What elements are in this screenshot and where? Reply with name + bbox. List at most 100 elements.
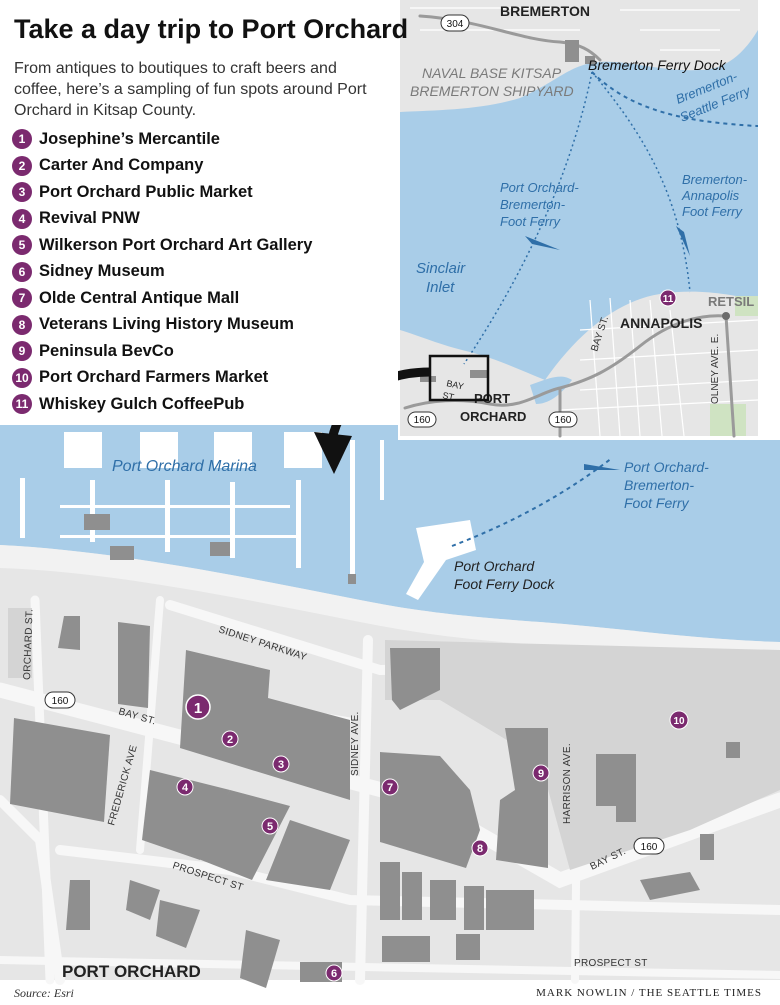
- poi-name: Whiskey Gulch CoffeePub: [39, 394, 245, 413]
- poi-number-badge: 8: [12, 314, 32, 335]
- foot-ferry-route: [451, 457, 613, 547]
- foot-ferry-dock: [406, 520, 476, 600]
- olney-ave-label: OLNEY AVE. E.: [710, 334, 721, 404]
- poi-number-badge: 11: [12, 394, 32, 415]
- poi-name: Wilkerson Port Orchard Art Gallery: [39, 235, 313, 254]
- poi-list-item[interactable]: 8 Veterans Living History Museum: [12, 312, 312, 339]
- poi-number-badge: 6: [12, 261, 32, 282]
- poi-marker-3-number: 3: [278, 759, 284, 771]
- poi-marker-2[interactable]: 2: [221, 730, 239, 748]
- inset-route-160-shield-b: 160: [548, 411, 578, 428]
- poi-marker-7-number: 7: [387, 782, 393, 794]
- poi-marker-4[interactable]: 4: [176, 778, 194, 796]
- po-foot-ferry-label-2: Bremerton-: [500, 197, 566, 212]
- inset-dock-buildings: [420, 40, 595, 382]
- poi-marker-8-number: 8: [477, 843, 483, 855]
- ferry-dock-label-1: Port Orchard: [454, 558, 535, 574]
- poi-marker-3[interactable]: 3: [272, 755, 290, 773]
- source-note: Source: Esri: [14, 986, 74, 1000]
- poi-number-badge: 3: [12, 182, 32, 203]
- marina-buildings: [84, 514, 356, 584]
- sidney-ave-label: SIDNEY AVE.: [350, 711, 361, 776]
- retsil-dot: [722, 312, 730, 320]
- poi-list-item[interactable]: 1 Josephine’s Mercantile: [12, 126, 312, 153]
- poi-marker-5[interactable]: 5: [261, 817, 279, 835]
- locator-box: [428, 354, 490, 402]
- poi-marker-8[interactable]: 8: [471, 839, 489, 857]
- prospect-st-label-east: PROSPECT ST: [574, 958, 648, 969]
- route-160-shield-west: 160: [44, 691, 76, 709]
- orchard-st-label: ORCHARD ST.: [22, 609, 35, 680]
- marina-label: Port Orchard Marina: [112, 458, 257, 475]
- poi-number-badge: 7: [12, 288, 32, 309]
- bremerton-label: BREMERTON: [500, 3, 590, 19]
- route-160-label-east: 160: [641, 842, 658, 853]
- poi-name: Veterans Living History Museum: [39, 315, 294, 334]
- poi-marker-7[interactable]: 7: [381, 778, 399, 796]
- poi-marker-10[interactable]: 10: [669, 710, 689, 730]
- poi-marker-2-number: 2: [227, 734, 233, 746]
- naval-base-label-1: NAVAL BASE KITSAP: [422, 65, 562, 81]
- detail-map: 160 160 Port Orchard Marina Port Orchard…: [0, 425, 780, 988]
- harrison-ave-label: HARRISON AVE.: [562, 743, 573, 824]
- poi-marker-4-number: 4: [182, 782, 189, 794]
- po-foot-ferry-pointer: [525, 236, 560, 250]
- bremerton-ferry-dock-label: Bremerton Ferry Dock: [588, 57, 727, 73]
- parking-lots: [8, 608, 780, 870]
- credit-line: MARK NOWLIN / THE SEATTLE TIMES: [536, 987, 762, 999]
- poi-list-item[interactable]: 11 Whiskey Gulch CoffeePub: [12, 391, 312, 418]
- inset-route-160-shield-a: 160: [407, 411, 437, 428]
- foot-ferry-label-2: Bremerton-: [624, 477, 694, 493]
- annapolis-foot-ferry-pointer: [676, 226, 690, 256]
- poi-name: Sidney Museum: [39, 262, 165, 281]
- naval-base-label-2: BREMERTON SHIPYARD: [410, 83, 574, 99]
- poi-list-item[interactable]: 3 Port Orchard Public Market: [12, 179, 312, 206]
- poi-marker-6[interactable]: 6: [325, 964, 343, 982]
- page-title: Take a day trip to Port Orchard: [14, 14, 409, 44]
- poi-marker-5-number: 5: [267, 821, 273, 833]
- annapolis-foot-ferry-label-1: Bremerton-: [682, 172, 748, 187]
- route-304-shield: 304: [440, 14, 470, 32]
- poi-list-item[interactable]: 7 Olde Central Antique Mall: [12, 285, 312, 312]
- poi-name: Olde Central Antique Mall: [39, 288, 240, 307]
- poi-marker-1-number: 1: [194, 700, 202, 717]
- inset-poi-marker-11-number: 11: [663, 294, 674, 305]
- inset-map: 304 BREMERTON NAVAL BASE KITSAP BREMERTO…: [398, 0, 780, 440]
- annapolis-foot-ferry-label-3: Foot Ferry: [682, 204, 743, 219]
- poi-name: Revival PNW: [39, 209, 140, 228]
- inset-poi-marker-11[interactable]: 11: [659, 289, 677, 307]
- detail-water: [0, 425, 780, 642]
- po-foot-ferry-label-3: Foot Ferry: [500, 214, 561, 229]
- inset-park-2: [710, 404, 746, 436]
- buildings: [10, 616, 740, 988]
- intro-text: From antiques to boutiques to craft beer…: [14, 60, 367, 119]
- poi-marker-1[interactable]: 1: [185, 694, 211, 720]
- sinclair-inlet-label-2: Inlet: [426, 279, 455, 296]
- legend-panel: Take a day trip to Port Orchard From ant…: [0, 0, 408, 425]
- poi-marker-9[interactable]: 9: [532, 764, 550, 782]
- inset-orchard-label: ORCHARD: [460, 409, 526, 424]
- shoreline: [0, 545, 780, 665]
- foot-ferry-label-1: Port Orchard-: [624, 459, 709, 475]
- poi-name: Carter And Company: [39, 156, 204, 175]
- annapolis-foot-ferry-label-2: Annapolis: [681, 188, 740, 203]
- route-160-label-west: 160: [52, 696, 69, 707]
- poi-list-item[interactable]: 6 Sidney Museum: [12, 259, 312, 286]
- foot-ferry-pointer: [584, 464, 620, 470]
- poi-number-badge: 1: [12, 129, 32, 150]
- poi-name: Peninsula BevCo: [39, 341, 174, 360]
- annapolis-label: ANNAPOLIS: [620, 315, 702, 331]
- inset-route-160-label-a: 160: [414, 415, 431, 426]
- po-foot-ferry-label-1: Port Orchard-: [500, 180, 579, 195]
- inset-route-160-label-b: 160: [555, 415, 572, 426]
- ferry-dock-label-2: Foot Ferry Dock: [454, 576, 555, 592]
- poi-name: Josephine’s Mercantile: [39, 129, 220, 148]
- inset-port-label: PORT: [474, 391, 510, 406]
- poi-name: Port Orchard Public Market: [39, 182, 253, 201]
- poi-marker-10-number: 10: [673, 716, 685, 727]
